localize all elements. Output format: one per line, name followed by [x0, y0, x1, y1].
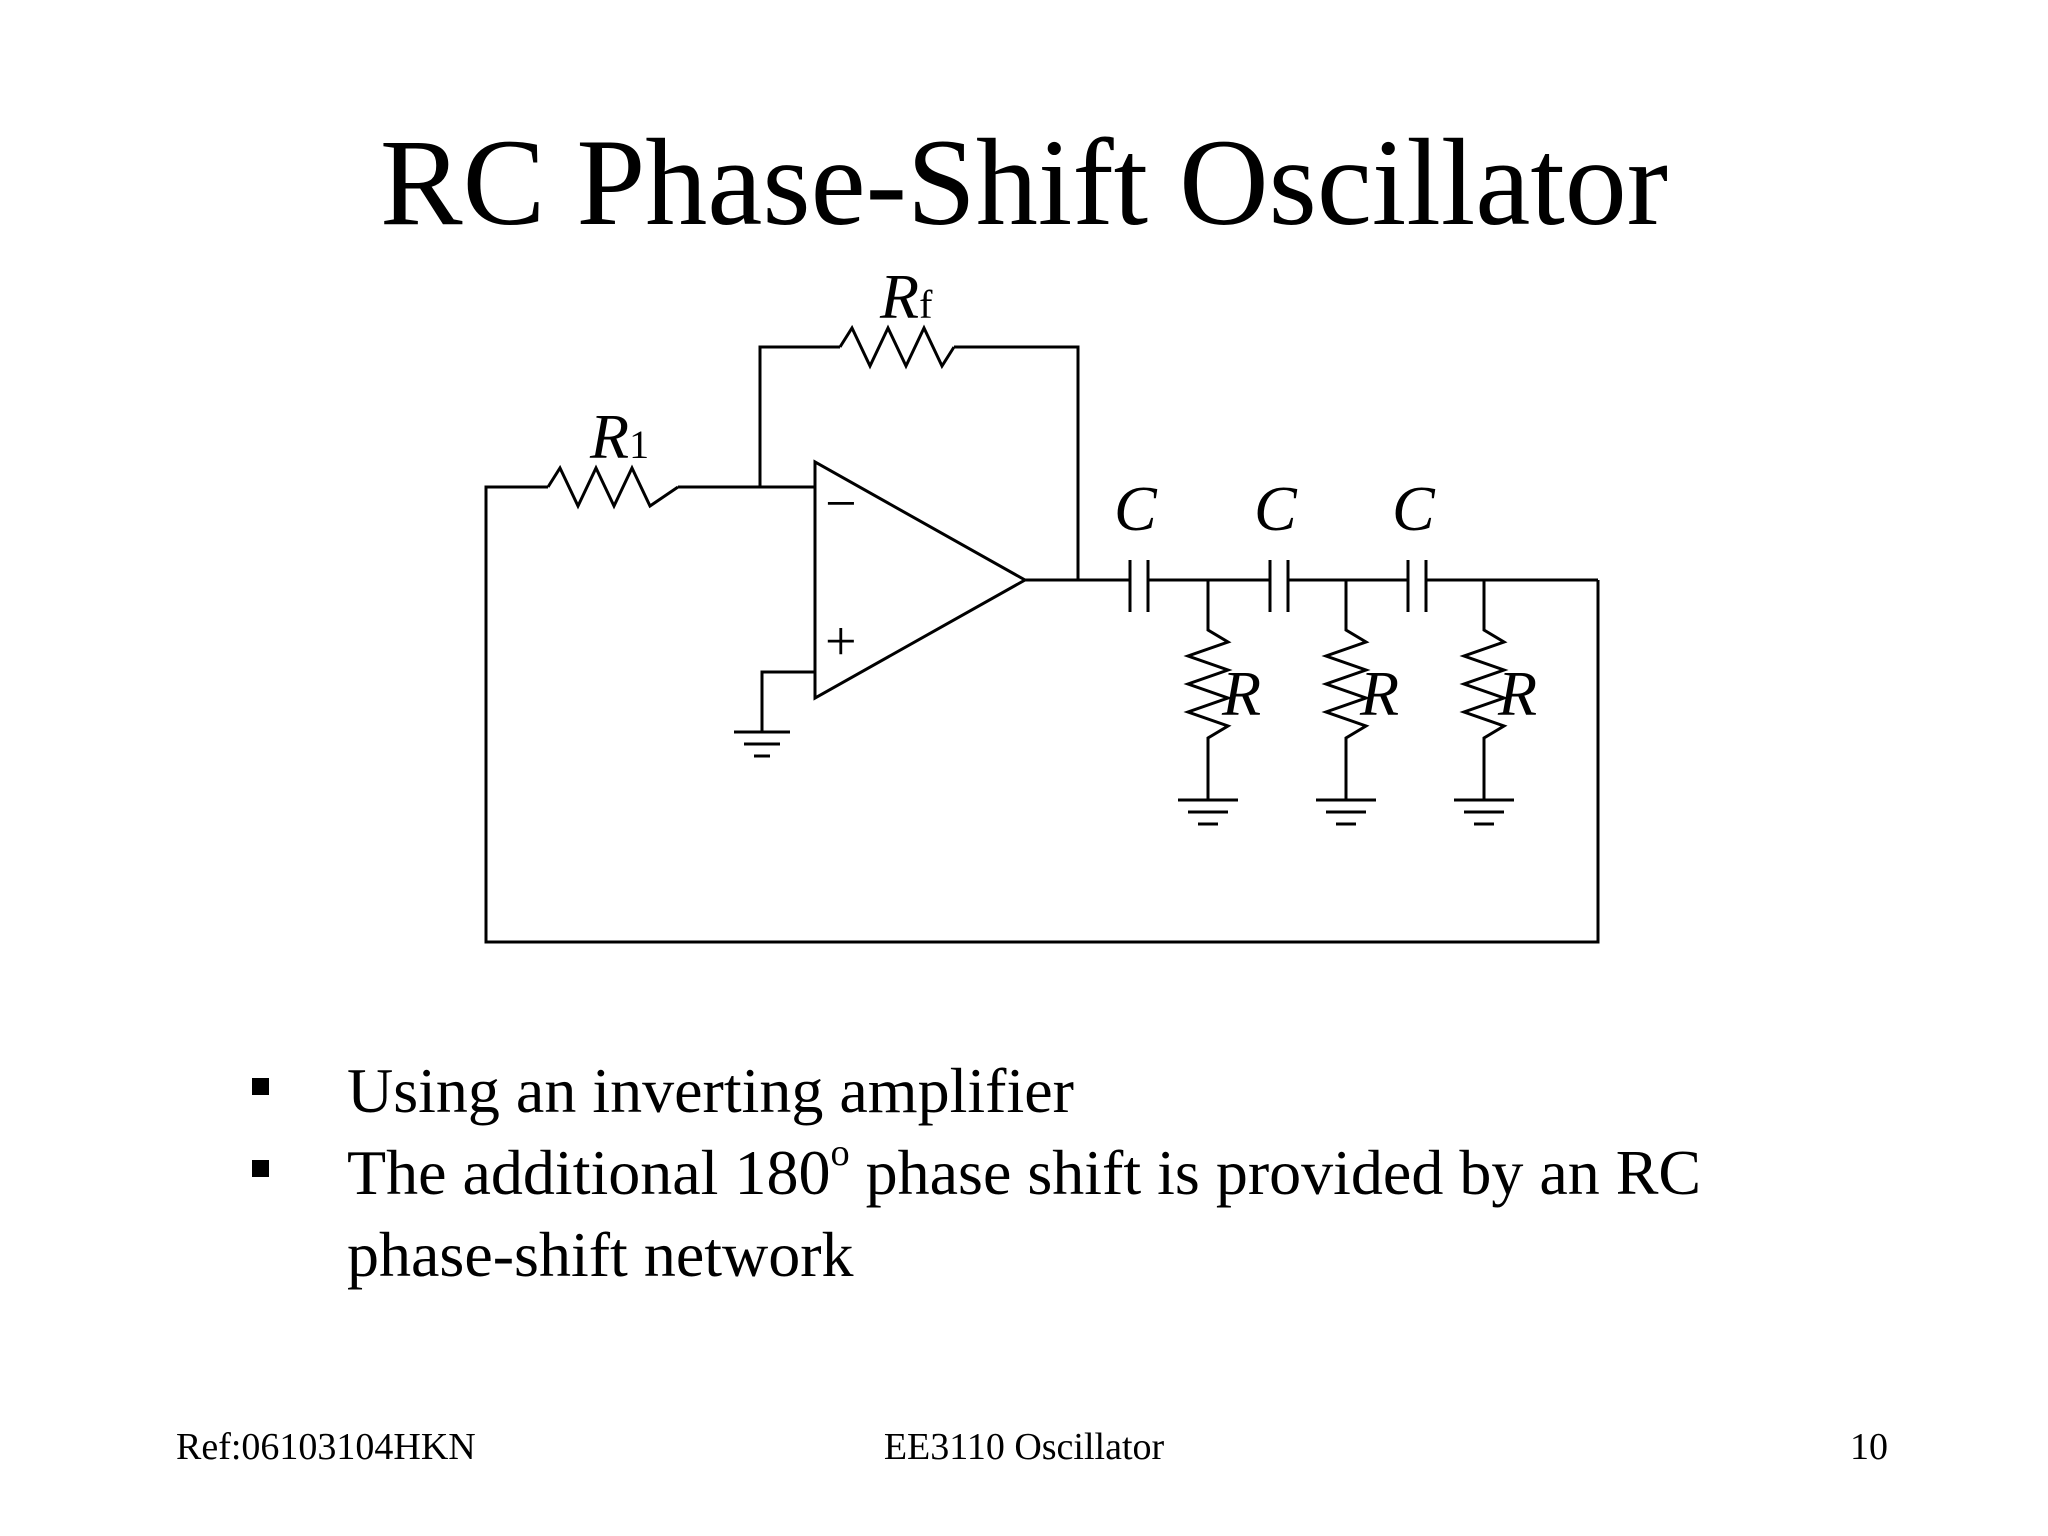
page-number: 10	[1850, 1426, 1888, 1468]
bullet-list: Using an inverting amplifier The additio…	[242, 1050, 1882, 1296]
minus-sign: −	[825, 473, 857, 535]
capacitor-2	[1268, 560, 1290, 612]
rf-resistor	[838, 324, 956, 370]
feedback-wire	[758, 345, 840, 487]
rf-label: Rf	[879, 261, 933, 332]
footer-ref: Ref:06103104HKN	[176, 1426, 476, 1468]
capacitor-3-label: C	[1392, 473, 1436, 544]
ground-icon	[1454, 798, 1514, 826]
shunt-resistor-2	[1321, 580, 1371, 800]
non-inverting-input-wire	[760, 670, 815, 732]
bullet-square-icon	[252, 1160, 269, 1177]
r1-label: R1	[589, 401, 649, 472]
shunt-resistor-3	[1459, 580, 1509, 800]
ground-icon	[734, 730, 790, 758]
r1-left-wire	[484, 485, 1600, 944]
plus-sign: +	[825, 611, 857, 673]
footer-course: EE3110 Oscillator	[883, 1426, 1165, 1468]
r1-resistor	[546, 464, 679, 510]
capacitor-1	[1128, 560, 1150, 612]
capacitor-3	[1406, 560, 1428, 612]
bullet-item: Using an inverting amplifier	[242, 1050, 1882, 1132]
shunt-resistor-1	[1183, 580, 1233, 800]
feedback-wire-right	[954, 345, 1080, 580]
bullet-item: The additional 180o phase shift is provi…	[242, 1132, 1882, 1296]
ground-icon	[1316, 798, 1376, 826]
shunt-resistor-2-label: R	[1359, 658, 1399, 729]
slide-title: RC Phase-Shift Oscillator	[379, 114, 1669, 251]
capacitor-1-label: C	[1114, 473, 1158, 544]
shunt-resistor-3-label: R	[1497, 658, 1537, 729]
shunt-resistor-1-label: R	[1221, 658, 1261, 729]
capacitor-2-label: C	[1254, 473, 1298, 544]
bullet-square-icon	[252, 1078, 269, 1095]
op-amp	[813, 459, 1029, 701]
ground-icon	[1178, 798, 1238, 826]
